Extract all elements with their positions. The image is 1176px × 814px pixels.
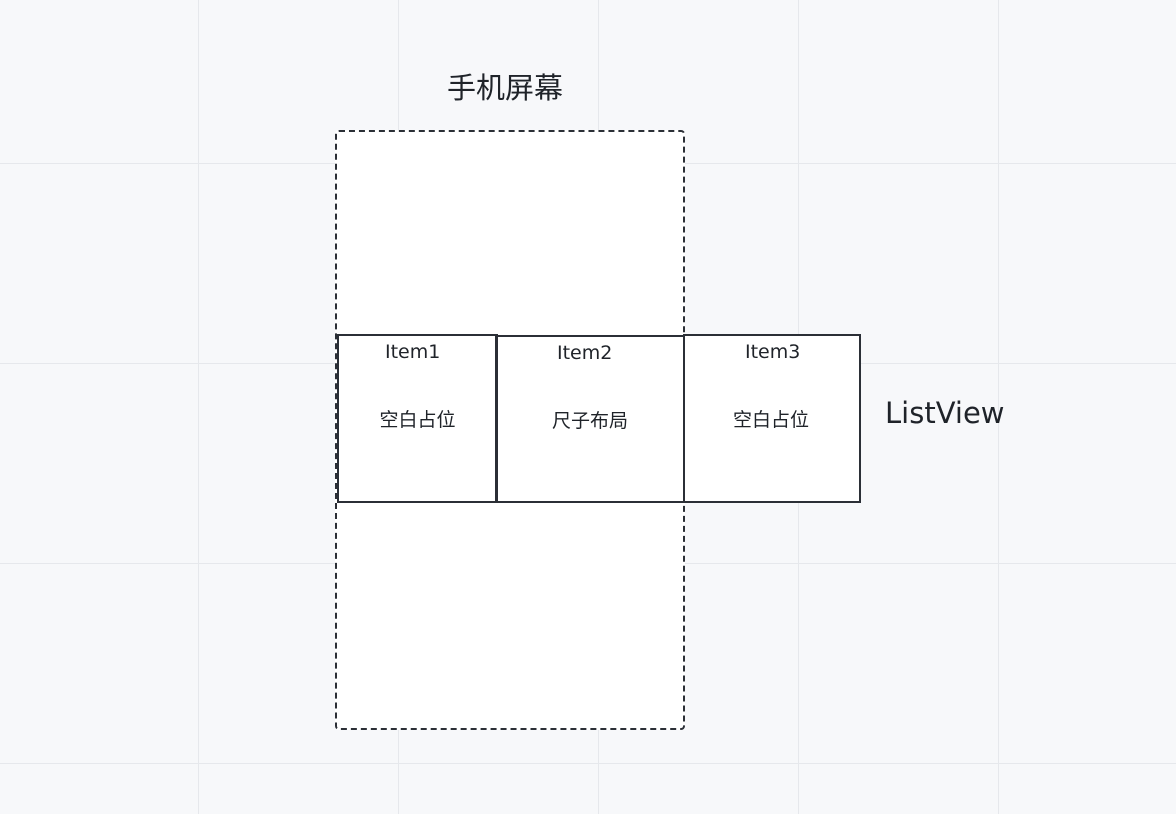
item-2-content: 尺子布局 [551, 410, 628, 432]
listview-item-3: Item3 空白占位 [683, 334, 861, 503]
item-3-title: Item3 [745, 341, 801, 363]
listview-item-2: Item2 尺子布局 [495, 335, 685, 503]
item-1-content: 空白占位 [379, 409, 456, 431]
phone-screen-frame [335, 130, 685, 730]
phone-screen-label: 手机屏幕 [446, 71, 563, 105]
item-1-title: Item1 [385, 341, 441, 363]
item-2-title: Item2 [557, 342, 613, 364]
listview-item-1: Item1 空白占位 [337, 334, 498, 503]
listview-label: ListView [885, 396, 1005, 430]
item-3-content: 空白占位 [732, 409, 809, 431]
